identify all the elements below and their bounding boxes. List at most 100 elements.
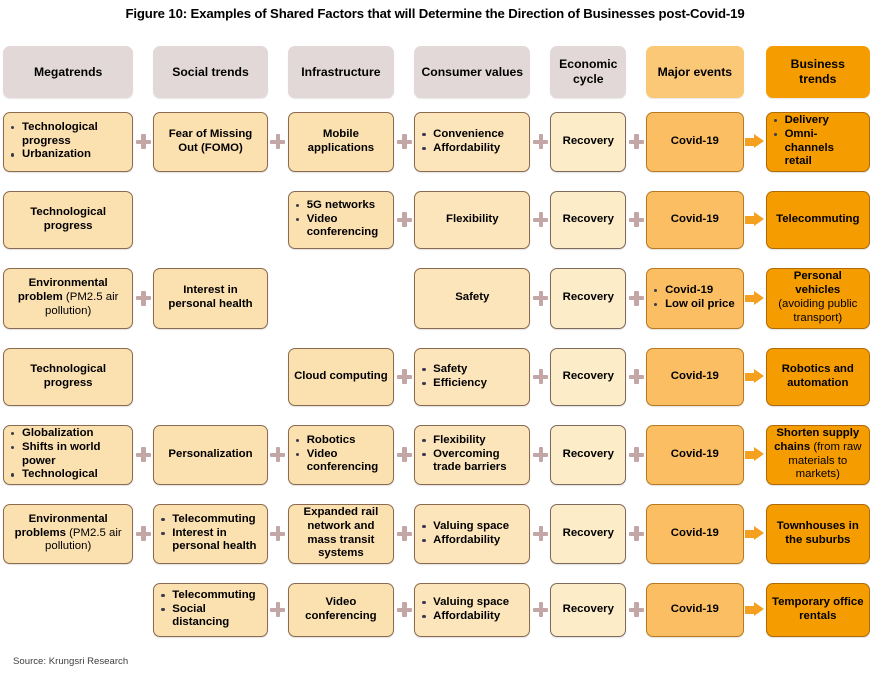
box-infrastructure[interactable]: Video conferencing — [287, 582, 395, 637]
header-label-megatrends: Megatrends — [3, 46, 134, 98]
connector-plus — [394, 182, 414, 257]
cell-text: Interest in personal health — [168, 284, 253, 310]
box-business-trends[interactable]: Robotics and automation — [765, 347, 870, 406]
box-business-trends[interactable]: Temporary office rentals — [765, 582, 870, 637]
plus-icon — [628, 369, 644, 384]
header-gutter — [744, 46, 766, 98]
cell-business-trends: Personal vehicles (avoiding public trans… — [765, 259, 870, 337]
cell-text: Telecommuting — [776, 212, 860, 225]
cell-text: Mobile applications — [307, 127, 375, 154]
box-social-trends[interactable]: Personalization — [153, 424, 268, 485]
box-infrastructure[interactable]: Mobile applications — [287, 111, 395, 172]
box-economic-cycle[interactable]: Recovery — [550, 267, 627, 329]
box-economic-cycle[interactable]: Recovery — [550, 347, 627, 406]
cell-text: Technological progress — [30, 205, 107, 232]
connector-plus — [268, 574, 288, 645]
cell-economic-cycle: Recovery — [550, 574, 627, 645]
box-megatrends[interactable]: Technological progress — [3, 347, 134, 406]
box-economic-cycle[interactable]: Recovery — [550, 190, 627, 249]
box-economic-cycle[interactable]: Recovery — [550, 424, 627, 485]
cell-infrastructure: Mobile applications — [287, 103, 395, 180]
cell-economic-cycle: Recovery — [550, 182, 627, 257]
box-major-events[interactable]: Covid-19 — [646, 347, 744, 406]
box-major-events[interactable]: Covid-19 — [646, 111, 744, 172]
box-business-trends[interactable]: Townhouses in the suburbs — [765, 503, 870, 564]
box-major-events[interactable]: Covid-19 — [646, 190, 744, 249]
box-major-events[interactable]: Covid-19 — [646, 424, 744, 485]
plus-icon — [532, 447, 548, 462]
box-economic-cycle[interactable]: Recovery — [550, 582, 627, 637]
box-social-trends[interactable]: Fear of Missing Out (FOMO) — [153, 111, 268, 172]
cell-text: Expanded rail network and mass transit s… — [303, 505, 379, 560]
cell-economic-cycle: Recovery — [550, 416, 627, 493]
cell-text: Environmental problem (PM2.5 air polluti… — [17, 277, 119, 317]
box-megatrends[interactable]: Environmental problem (PM2.5 air polluti… — [3, 267, 134, 329]
cell-bullet-item: Technological progress — [9, 121, 127, 149]
connector-plus — [394, 103, 414, 180]
cell-infrastructure: Video conferencing — [287, 574, 395, 645]
cell-business-trends: Shorten supply chains (from raw material… — [765, 416, 870, 493]
cell-economic-cycle: Recovery — [550, 259, 627, 337]
box-megatrends[interactable]: Environmental problems (PM2.5 air pollut… — [3, 503, 134, 564]
cell-text: Covid-19 — [670, 369, 719, 382]
cell-bullet-item: Valuing space — [420, 520, 524, 534]
box-economic-cycle[interactable]: Recovery — [550, 111, 627, 172]
plus-icon — [532, 134, 548, 149]
box-megatrends[interactable]: Technological progress — [3, 190, 134, 249]
arrow-right-icon — [745, 447, 765, 462]
connector-plus — [394, 574, 414, 645]
box-social-trends[interactable]: Interest in personal health — [153, 267, 268, 329]
box-economic-cycle[interactable]: Recovery — [550, 503, 627, 564]
header-cell-business-trends: Business trends — [765, 46, 870, 98]
connector-plus — [530, 259, 550, 337]
cell-text: Recovery — [562, 291, 614, 304]
plus-icon — [628, 526, 644, 541]
cell-text: Townhouses in the suburbs — [776, 519, 859, 546]
box-infrastructure[interactable]: Expanded rail network and mass transit s… — [287, 503, 395, 564]
header-gutter — [530, 46, 550, 98]
plus-icon — [532, 212, 548, 227]
box-business-trends[interactable]: Personal vehicles (avoiding public trans… — [765, 267, 870, 329]
box-major-events[interactable]: Covid-19 — [646, 503, 744, 564]
box-business-trends[interactable]: Shorten supply chains (from raw material… — [765, 424, 870, 485]
plus-icon — [396, 447, 412, 462]
box-major-events[interactable]: Covid-19 — [646, 582, 744, 637]
cell-economic-cycle: Recovery — [550, 339, 627, 414]
cell-text: Cloud computing — [294, 369, 388, 382]
cell-major-events: Covid-19 — [646, 574, 744, 645]
box-consumer-values[interactable]: Flexibility — [414, 190, 531, 249]
cell-major-events: Covid-19 — [646, 416, 744, 493]
cell-major-events: Covid-19 — [646, 495, 744, 572]
empty-cell-infrastructure — [288, 268, 394, 329]
box-business-trends[interactable]: Telecommuting — [765, 190, 870, 249]
connector-plus — [394, 495, 414, 572]
box-infrastructure[interactable]: Cloud computing — [287, 347, 395, 406]
box-consumer-values[interactable]: Safety — [414, 267, 531, 329]
plus-icon — [532, 602, 548, 617]
connector-plus — [394, 416, 414, 493]
cell-bullet-item: Video conferencing — [294, 213, 388, 241]
